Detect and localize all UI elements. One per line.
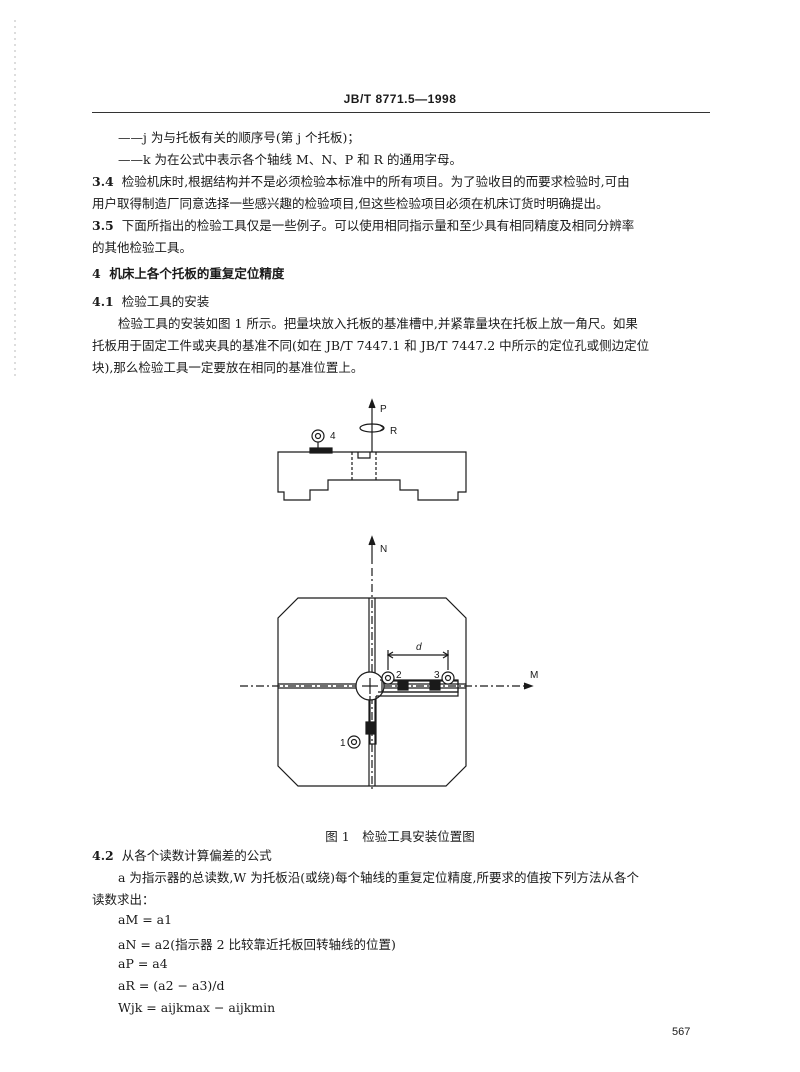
sec-3-4-num: 3.4	[92, 174, 114, 189]
gauge-block-1	[365, 721, 375, 735]
gauge-block-3	[429, 681, 441, 691]
sec-4-1-num: 4.1	[92, 294, 114, 309]
label-ind-3: 3	[434, 670, 440, 681]
sec-4-heading: 4 机床上各个托板的重复定位精度	[92, 266, 284, 282]
label-ind-4: 4	[330, 431, 336, 442]
sec-4-title: 机床上各个托板的重复定位精度	[109, 266, 285, 281]
sec-3-5-num: 3.5	[92, 218, 114, 233]
standard-header: JB/T 8771.5—1998	[343, 92, 457, 106]
sec-3-4-line2: 用户取得制造厂同意选择一些感兴趣的检验项目,但这些检验项目必须在机床订货时明确提…	[92, 196, 609, 211]
sec-3-5-line1: 3.5 下面所指出的检验工具仅是一些例子。可以使用相同指示量和至少具有相同精度及…	[92, 218, 634, 234]
formula-aM: aM = a1	[118, 912, 173, 927]
label-M: M	[530, 670, 538, 681]
def-k-line: ——k 为在公式中表示各个轴线 M、N、P 和 R 的通用字母。	[118, 152, 463, 167]
formula-aR: aR = (a2 − a3)/d	[118, 978, 225, 993]
sec-4-num: 4	[92, 266, 101, 281]
figure-1-caption: 图 1 检验工具安装位置图	[325, 829, 475, 844]
sec-4-2-heading: 4.2 从各个读数计算偏差的公式	[92, 848, 272, 864]
indicator-2-dial	[381, 671, 395, 685]
gauge-block-2	[397, 681, 409, 691]
formula-aN: aN = a2(指示器 2 比较靠近托板回转轴线的位置)	[118, 937, 396, 952]
sec-4-2-title: 从各个读数计算偏差的公式	[121, 848, 272, 863]
label-d: d	[416, 642, 422, 653]
sec-3-5-text1: 下面所指出的检验工具仅是一些例子。可以使用相同指示量和至少具有相同精度及相同分辨…	[121, 218, 635, 233]
sec-4-2-line1: a 为指示器的总读数,W 为托板沿(或绕)每个轴线的重复定位精度,所要求的值按下…	[118, 870, 639, 885]
sec-4-1-line2: 托板用于固定工件或夹具的基准不同(如在 JB/T 7447.1 和 JB/T 7…	[92, 338, 650, 353]
def-j-line: ——j 为与托板有关的顺序号(第 j 个托板)；	[118, 130, 360, 145]
page-number: 567	[672, 1026, 691, 1038]
label-N: N	[380, 544, 387, 555]
sec-3-4-text1: 检验机床时,根据结构并不是必须检验本标准中的所有项目。为了验收目的而要求检验时,…	[121, 174, 630, 189]
indicator-4-dial	[311, 429, 325, 443]
indicator-1-dial	[347, 735, 361, 749]
label-P: P	[380, 404, 387, 415]
label-R: R	[390, 426, 397, 437]
sec-4-1-title: 检验工具的安装	[121, 294, 210, 309]
sec-3-4-line1: 3.4 检验机床时,根据结构并不是必须检验本标准中的所有项目。为了验收目的而要求…	[92, 174, 630, 190]
sec-4-2-line2: 读数求出：	[92, 892, 155, 907]
axis-M-arrow	[523, 682, 534, 690]
figure-1-diagram: P R 4 N M d 2 3 1	[240, 398, 538, 792]
formula-aP: aP = a4	[118, 956, 168, 971]
pallet-plan-view	[277, 597, 467, 787]
sec-4-1-heading: 4.1 检验工具的安装	[92, 294, 209, 310]
indicator-4-base	[309, 447, 333, 454]
sec-4-2-num: 4.2	[92, 848, 114, 863]
pallet-side-view	[277, 451, 467, 501]
header-rule	[92, 112, 710, 113]
formula-W: Wjk = aijkmax − aijkmin	[118, 1000, 276, 1015]
sec-4-1-line1: 检验工具的安装如图 1 所示。把量块放入托板的基准槽中,并紧靠量块在托板上放一角…	[118, 316, 638, 331]
label-ind-1: 1	[340, 738, 346, 749]
scan-edge-artifact	[14, 20, 16, 380]
sec-4-1-line3: 块),那么检验工具一定要放在相同的基准位置上。	[92, 360, 364, 375]
sec-3-5-line2: 的其他检验工具。	[92, 240, 193, 255]
indicator-3-dial	[441, 671, 455, 685]
label-ind-2: 2	[396, 670, 402, 681]
